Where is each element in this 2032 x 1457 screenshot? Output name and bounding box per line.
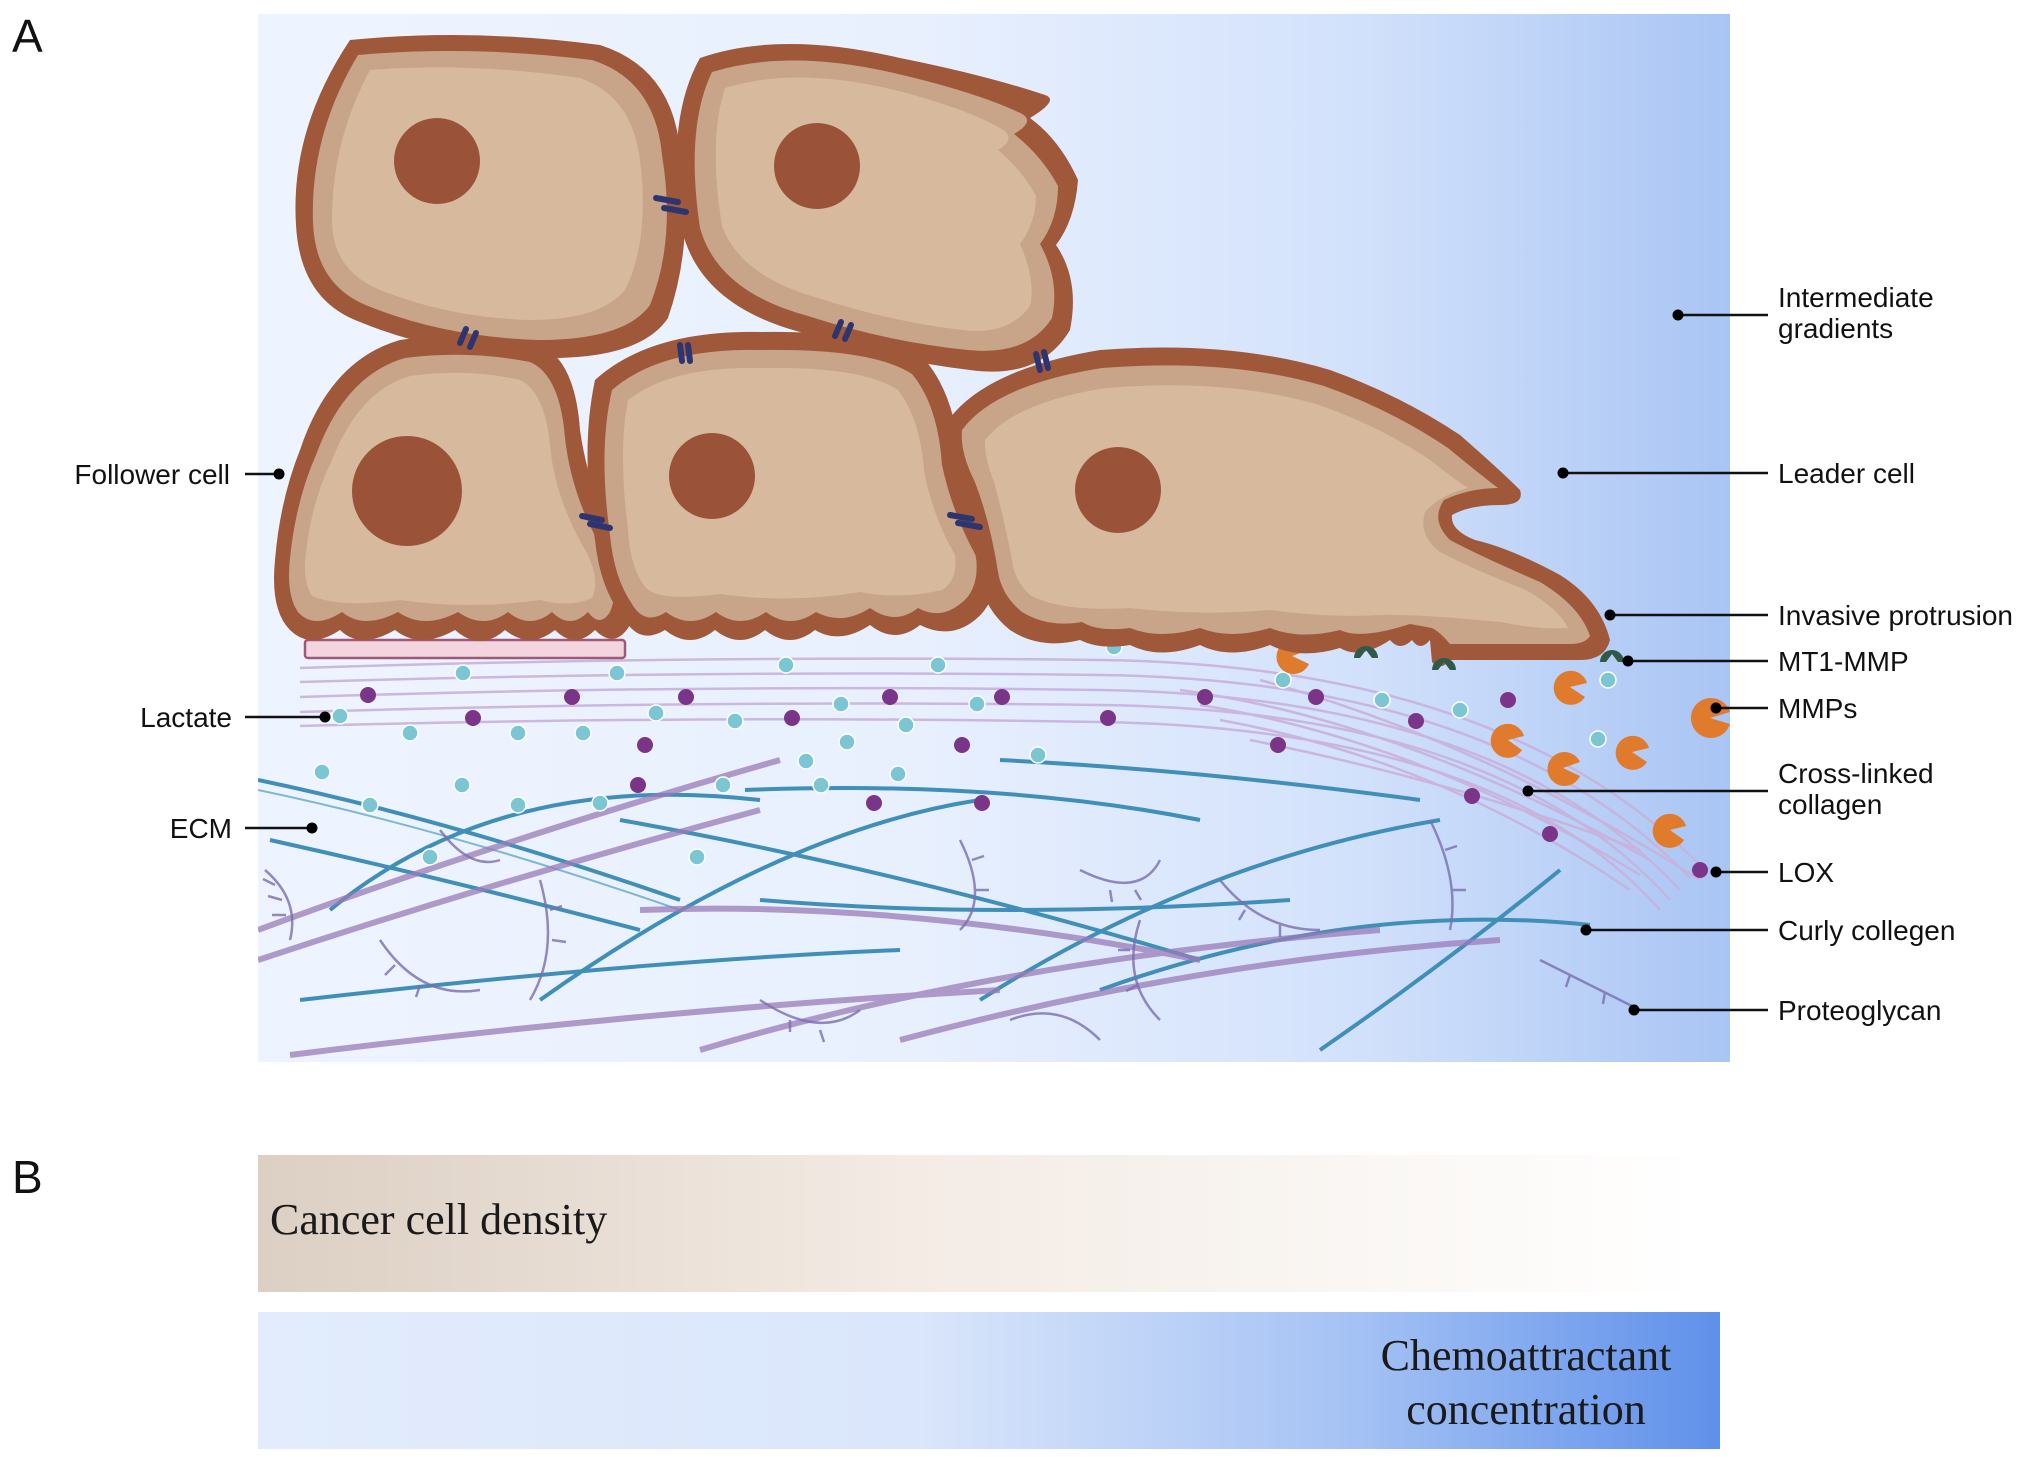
chemoattractant-concentration-bar [258, 1312, 1720, 1449]
cell-junctions [457, 195, 1051, 531]
callout-leaders [245, 309, 1768, 1016]
lox-molecules [360, 687, 1708, 878]
label-invasive-protrusion: Invasive protrusion [1778, 600, 2013, 631]
mt1-mmp-enzymes [1354, 646, 1624, 670]
label-follower-cell: Follower cell [74, 459, 230, 490]
lactate-molecules [313, 638, 1617, 866]
cancer-cell-density-bar [258, 1155, 1698, 1292]
label-intermediate-gradients-line1: Intermediate [1778, 282, 1934, 313]
label-proteoglycan: Proteoglycan [1778, 995, 1941, 1026]
chemoattractant-label-line1: Chemoattractant [1381, 1331, 1672, 1380]
cancer-cell-density-label: Cancer cell density [270, 1195, 607, 1244]
chemoattractant-label-line2: concentration [1406, 1385, 1645, 1434]
label-lactate: Lactate [140, 702, 232, 733]
label-cross-linked-collagen-line1: Cross-linked [1778, 758, 1934, 789]
panel-a-letter: A [12, 10, 43, 62]
purple-collagen-fibers [258, 757, 1501, 1058]
label-mt1-mmp: MT1-MMP [1778, 646, 1909, 677]
label-curly-collagen: Curly collegen [1778, 915, 1955, 946]
cell-cluster [274, 35, 1610, 667]
follower-cell-bottom-middle [587, 331, 996, 640]
label-ecm: ECM [170, 813, 232, 844]
crosslinked-collagen-band [299, 657, 1701, 911]
follower-cell-top-left [295, 35, 686, 359]
label-intermediate-gradients-line2: gradients [1778, 313, 1893, 344]
panel-b-letter: B [12, 1151, 43, 1203]
label-lox: LOX [1778, 857, 1834, 888]
label-leader-cell: Leader cell [1778, 458, 1915, 489]
basement-plate [303, 638, 627, 660]
leader-cell [943, 347, 1610, 667]
label-cross-linked-collagen-line2: collagen [1778, 789, 1882, 820]
label-mmps: MMPs [1778, 693, 1857, 724]
follower-cell-top-right [676, 44, 1078, 372]
follower-cell-bottom-left [274, 336, 634, 641]
proteoglycan-strands [262, 819, 1641, 1043]
